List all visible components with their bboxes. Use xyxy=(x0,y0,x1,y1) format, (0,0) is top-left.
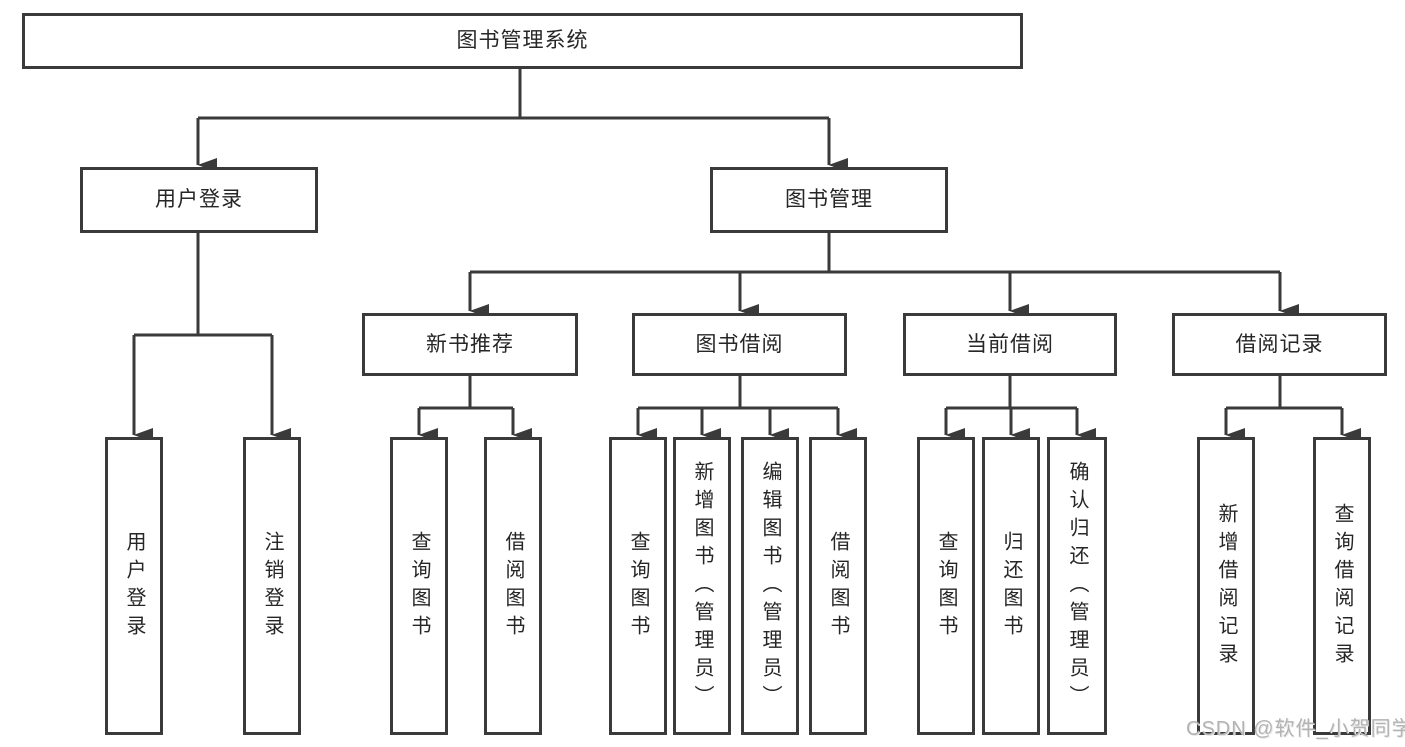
leaf-user-login: 用户登录 xyxy=(105,437,163,735)
leaf-logout: 注销登录 xyxy=(243,437,301,735)
leaf-borrow-books-borrowing: 借阅图书 xyxy=(809,437,867,735)
node-label: 新增图书（管理员） xyxy=(691,461,713,713)
leaf-return-book: 归还图书 xyxy=(982,437,1040,735)
leaf-query-books-recommendation: 查询图书 xyxy=(390,437,448,735)
node-label: 编辑图书（管理员） xyxy=(759,461,781,713)
node-label: 借阅记录 xyxy=(1235,332,1324,356)
node-book-management: 图书管理 xyxy=(710,167,948,233)
node-label: 查询借阅记录 xyxy=(1331,503,1353,671)
node-user-login: 用户登录 xyxy=(80,167,318,233)
node-label: 归还图书 xyxy=(1000,531,1022,643)
leaf-edit-book-admin: 编辑图书（管理员） xyxy=(741,437,799,735)
node-label: 注销登录 xyxy=(261,531,283,643)
leaf-query-borrow-record: 查询借阅记录 xyxy=(1313,437,1371,735)
leaf-add-book-admin: 新增图书（管理员） xyxy=(673,437,731,735)
leaf-query-books-borrowing: 查询图书 xyxy=(609,437,667,735)
node-label: 新书推荐 xyxy=(426,332,514,356)
node-label: 查询图书 xyxy=(627,531,649,643)
node-borrowing-records: 借阅记录 xyxy=(1172,313,1387,376)
node-book-borrowing: 图书借阅 xyxy=(632,313,847,376)
node-label: 图书管理 xyxy=(785,188,873,212)
node-label: 图书借阅 xyxy=(695,332,784,356)
node-label: 确认归还（管理员） xyxy=(1066,461,1088,713)
node-label: 查询图书 xyxy=(935,531,957,643)
leaf-add-borrow-record: 新增借阅记录 xyxy=(1197,437,1255,735)
node-current-borrowing: 当前借阅 xyxy=(903,313,1117,376)
node-label: 借阅图书 xyxy=(502,531,524,643)
node-label: 查询图书 xyxy=(408,531,430,643)
node-label: 图书管理系统 xyxy=(456,29,589,53)
node-label: 用户登录 xyxy=(155,188,243,212)
leaf-borrow-books-recommendation: 借阅图书 xyxy=(484,437,542,735)
csdn-watermark: CSDN @软件_小贺同学 xyxy=(1186,718,1405,740)
leaf-confirm-return-admin: 确认归还（管理员） xyxy=(1047,437,1107,735)
leaf-query-books-current: 查询图书 xyxy=(917,437,975,735)
node-label: 用户登录 xyxy=(123,531,145,643)
node-label: 新增借阅记录 xyxy=(1215,503,1237,671)
node-label: 借阅图书 xyxy=(827,531,849,643)
node-label: 当前借阅 xyxy=(966,332,1054,356)
node-library-management-system: 图书管理系统 xyxy=(22,13,1023,69)
node-new-book-recommendation: 新书推荐 xyxy=(362,313,578,376)
